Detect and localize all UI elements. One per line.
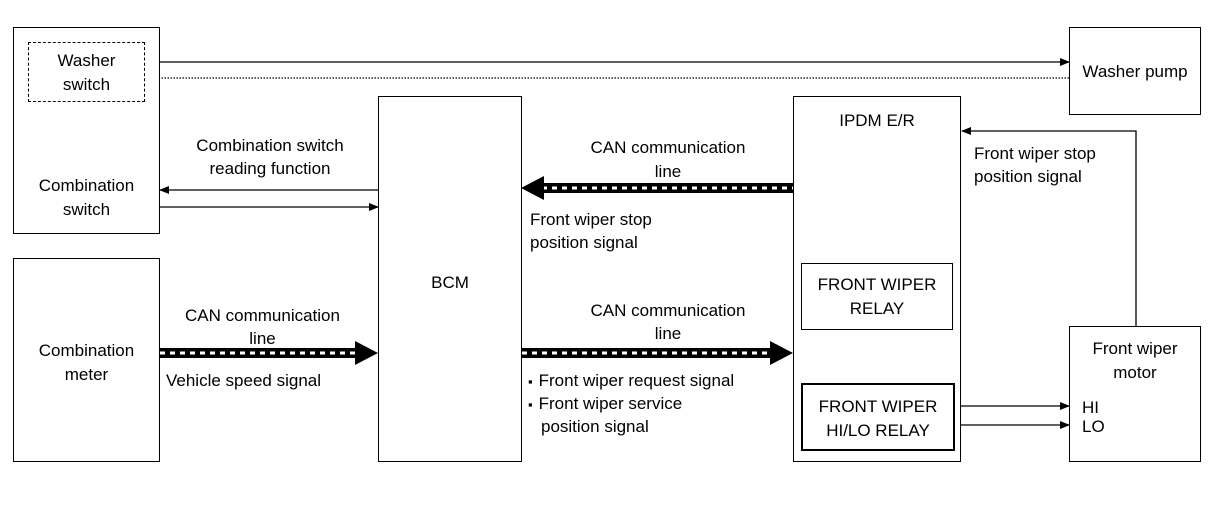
request-signal-label: Front wiper request signal (528, 369, 735, 393)
comb-switch-reading-label-1: Combination switch (196, 136, 344, 155)
can-line-right-label-2: line (654, 324, 682, 343)
can-line-top-label-2: line (654, 162, 682, 181)
can-line-left-label-2: line (249, 329, 276, 348)
front-wiper-hilo-relay-block (801, 383, 955, 451)
stop-position-bcm-label-1: Front wiper stop (530, 210, 652, 229)
can-line-right-label-1: CAN communication (590, 301, 746, 320)
front-wiper-relay-label-1: FRONT WIPER (817, 275, 937, 294)
front-wiper-motor-label-1: Front wiper (1092, 339, 1178, 358)
can-line-meter-to-bcm (160, 341, 378, 365)
combination-switch-label-1: Combination (38, 176, 135, 195)
bcm-label: BCM (431, 273, 469, 292)
service-signal-label-2: position signal (541, 417, 649, 436)
combination-meter-label-2: meter (64, 365, 109, 384)
front-wiper-hilo-relay-label-2: HI/LO RELAY (826, 421, 930, 440)
washer-switch-label-2: switch (62, 75, 111, 94)
front-wiper-hilo-relay-label-1: FRONT WIPER (818, 397, 938, 416)
front-wiper-motor-block (1069, 326, 1201, 462)
ipdm-label: IPDM E/R (839, 111, 915, 130)
washer-switch-block (28, 42, 145, 102)
front-wiper-relay-label-2: RELAY (849, 299, 905, 318)
can-line-ipdm-to-bcm (521, 176, 793, 200)
motor-stop-position-line (961, 127, 1137, 326)
comb-switch-reading-label-2: reading function (209, 159, 331, 178)
combination-switch-label-2: switch (62, 200, 111, 219)
front-wiper-motor-hi-label: HI (1082, 398, 1099, 417)
combination-meter-label-1: Combination (38, 341, 135, 360)
washer-switch-label-1: Washer (57, 51, 116, 70)
front-wiper-motor-lo-label: LO (1082, 417, 1105, 436)
stop-position-ipdm-label-1: Front wiper stop (974, 144, 1096, 163)
stop-position-bcm-label-2: position signal (530, 233, 638, 252)
stop-position-ipdm-label-2: position signal (974, 167, 1082, 186)
washer-pump-label: Washer pump (1082, 62, 1188, 81)
can-line-top-label-1: CAN communication (590, 138, 746, 157)
service-signal-label-1: Front wiper service (528, 392, 683, 416)
vehicle-speed-signal-label: Vehicle speed signal (166, 371, 322, 390)
combination-meter-block (13, 258, 160, 462)
front-wiper-motor-label-2: motor (1113, 363, 1157, 382)
can-line-bcm-to-ipdm (522, 341, 793, 365)
washer-pump-block (1069, 27, 1201, 115)
can-line-left-label-1: CAN communication (185, 306, 340, 325)
front-wiper-relay-block (801, 263, 953, 330)
bcm-block (378, 96, 522, 462)
